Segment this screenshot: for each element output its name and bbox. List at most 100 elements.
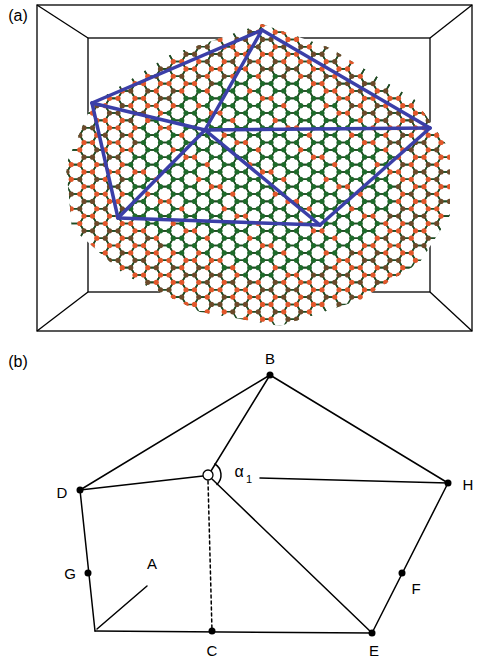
- point-label: (a): [8, 8, 28, 24]
- atom-dot: [234, 184, 239, 189]
- atom-dot: [285, 66, 290, 71]
- atom-dot: [171, 74, 176, 79]
- atom-dot: [256, 103, 261, 108]
- edge-line: [260, 478, 448, 483]
- atom-dot: [281, 309, 286, 314]
- atom-dot: [166, 199, 171, 204]
- atom-dot: [413, 214, 418, 219]
- atom-dot: [324, 88, 329, 93]
- atom-dot: [358, 162, 363, 167]
- atom-dot: [243, 214, 248, 219]
- atom-dot: [324, 294, 329, 299]
- atom-dot: [128, 133, 133, 138]
- atom-dot: [171, 147, 176, 152]
- atom-dot: [387, 272, 392, 277]
- atom-dot: [281, 133, 286, 138]
- atom-dot: [370, 169, 375, 174]
- atom-dot: [438, 155, 443, 160]
- atom-dot: [179, 133, 184, 138]
- atom-dot: [256, 265, 261, 270]
- atom-dot: [285, 272, 290, 277]
- atom-dot: [145, 147, 150, 152]
- bond-ring: [450, 150, 467, 165]
- atom-dot: [362, 199, 367, 204]
- atom-dot: [158, 287, 163, 292]
- atom-dot: [166, 110, 171, 115]
- atom-dot: [222, 294, 227, 299]
- atom-dot: [311, 184, 316, 189]
- atom-dot: [387, 169, 392, 174]
- atom-dot: [222, 74, 227, 79]
- facet-line: [118, 130, 205, 218]
- atom-dot: [336, 243, 341, 248]
- atom-dot: [107, 243, 112, 248]
- atom-dot: [307, 236, 312, 241]
- atom-dot: [413, 184, 418, 189]
- atom-dot: [205, 59, 210, 64]
- atom-dot: [268, 272, 273, 277]
- atom-dot: [192, 169, 197, 174]
- atom-dot: [69, 162, 74, 167]
- atom-dot: [196, 206, 201, 211]
- atom-dot: [107, 258, 112, 263]
- atom-dot: [166, 272, 171, 277]
- atom-dot: [349, 206, 354, 211]
- atom-dot: [120, 147, 125, 152]
- atom-dot: [434, 133, 439, 138]
- atom-dot: [375, 250, 380, 255]
- atom-dot: [307, 74, 312, 79]
- atom-dot: [438, 214, 443, 219]
- atom-dot: [383, 250, 388, 255]
- atom-dot: [234, 140, 239, 145]
- atom-dot: [90, 214, 95, 219]
- point-dot: [77, 487, 84, 494]
- atom-dot: [336, 169, 341, 174]
- atom-dot: [171, 133, 176, 138]
- box-edge: [37, 292, 88, 331]
- atom-dot: [349, 236, 354, 241]
- atom-dot: [332, 118, 337, 123]
- atom-dot: [400, 265, 405, 270]
- atom-dot: [183, 287, 188, 292]
- atom-dot: [294, 272, 299, 277]
- atom-dot: [396, 228, 401, 233]
- atom-dot: [183, 110, 188, 115]
- atom-dot: [268, 81, 273, 86]
- atom-dot: [222, 309, 227, 314]
- atom-dot: [336, 81, 341, 86]
- atom-dot: [324, 147, 329, 152]
- dotted-line: [208, 481, 212, 631]
- atom-dot: [426, 221, 431, 226]
- atom-dot: [230, 236, 235, 241]
- atom-dot: [69, 191, 74, 196]
- atom-dot: [247, 294, 252, 299]
- atom-dot: [336, 110, 341, 115]
- atom-dot: [281, 250, 286, 255]
- atom-dot: [230, 206, 235, 211]
- atom-dot: [387, 243, 392, 248]
- atom-dot: [205, 74, 210, 79]
- atom-dot: [387, 184, 392, 189]
- atom-dot: [387, 199, 392, 204]
- atom-dot: [273, 280, 278, 285]
- atom-dot: [230, 294, 235, 299]
- atom-dot: [243, 155, 248, 160]
- atom-dot: [158, 272, 163, 277]
- box-edge: [37, 5, 88, 38]
- atom-dot: [273, 147, 278, 152]
- atom-dot: [349, 59, 354, 64]
- atom-dot: [90, 140, 95, 145]
- atom-dot: [375, 280, 380, 285]
- atom-dot: [345, 214, 350, 219]
- atom-dot: [349, 147, 354, 152]
- atom-dot: [77, 177, 82, 182]
- atom-dot: [370, 140, 375, 145]
- atom-dot: [217, 214, 222, 219]
- atom-dot: [90, 199, 95, 204]
- atom-dot: [158, 96, 163, 101]
- atom-dot: [324, 177, 329, 182]
- atom-dot: [222, 236, 227, 241]
- atom-dot: [349, 177, 354, 182]
- atom-dot: [260, 228, 265, 233]
